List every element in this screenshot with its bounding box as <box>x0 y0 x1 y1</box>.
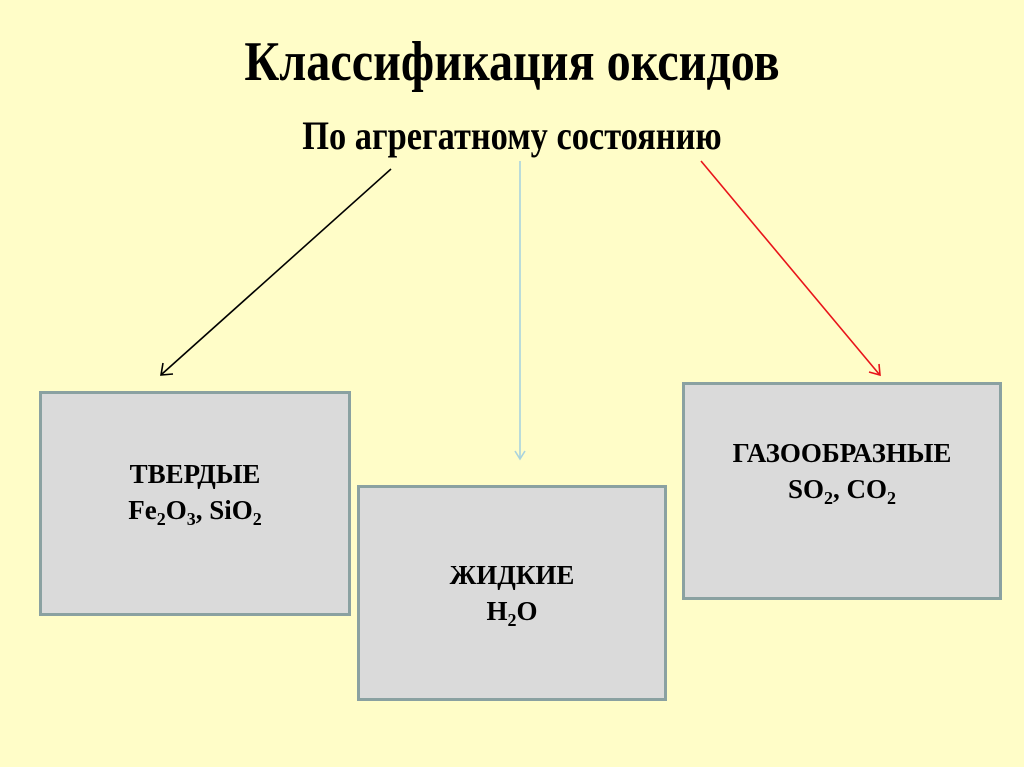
category-box-liquid: ЖИДКИЕ H2O <box>357 485 667 701</box>
category-box-gas: ГАЗООБРАЗНЫЕ SO2, CO2 <box>682 382 1002 600</box>
arrow-to-liquid-icon <box>514 161 526 461</box>
category-box-solid: ТВЕРДЫЕ Fe2O3, SiO2 <box>39 391 351 616</box>
classification-criterion: По агрегатному состоянию <box>302 113 722 158</box>
category-label-liquid: ЖИДКИЕ <box>449 560 575 590</box>
formula-solid: Fe2O3, SiO2 <box>128 494 262 529</box>
arrow-to-solid-icon <box>160 168 392 376</box>
formula-liquid: H2O <box>486 596 538 630</box>
category-label-gas: ГАЗООБРАЗНЫЕ <box>732 438 952 468</box>
arrow-to-gas-icon <box>700 160 881 377</box>
formula-gas: SO2, CO2 <box>787 474 897 508</box>
category-label-solid: ТВЕРДЫЕ <box>129 458 261 489</box>
slide-title: Классификация оксидов <box>244 31 780 93</box>
